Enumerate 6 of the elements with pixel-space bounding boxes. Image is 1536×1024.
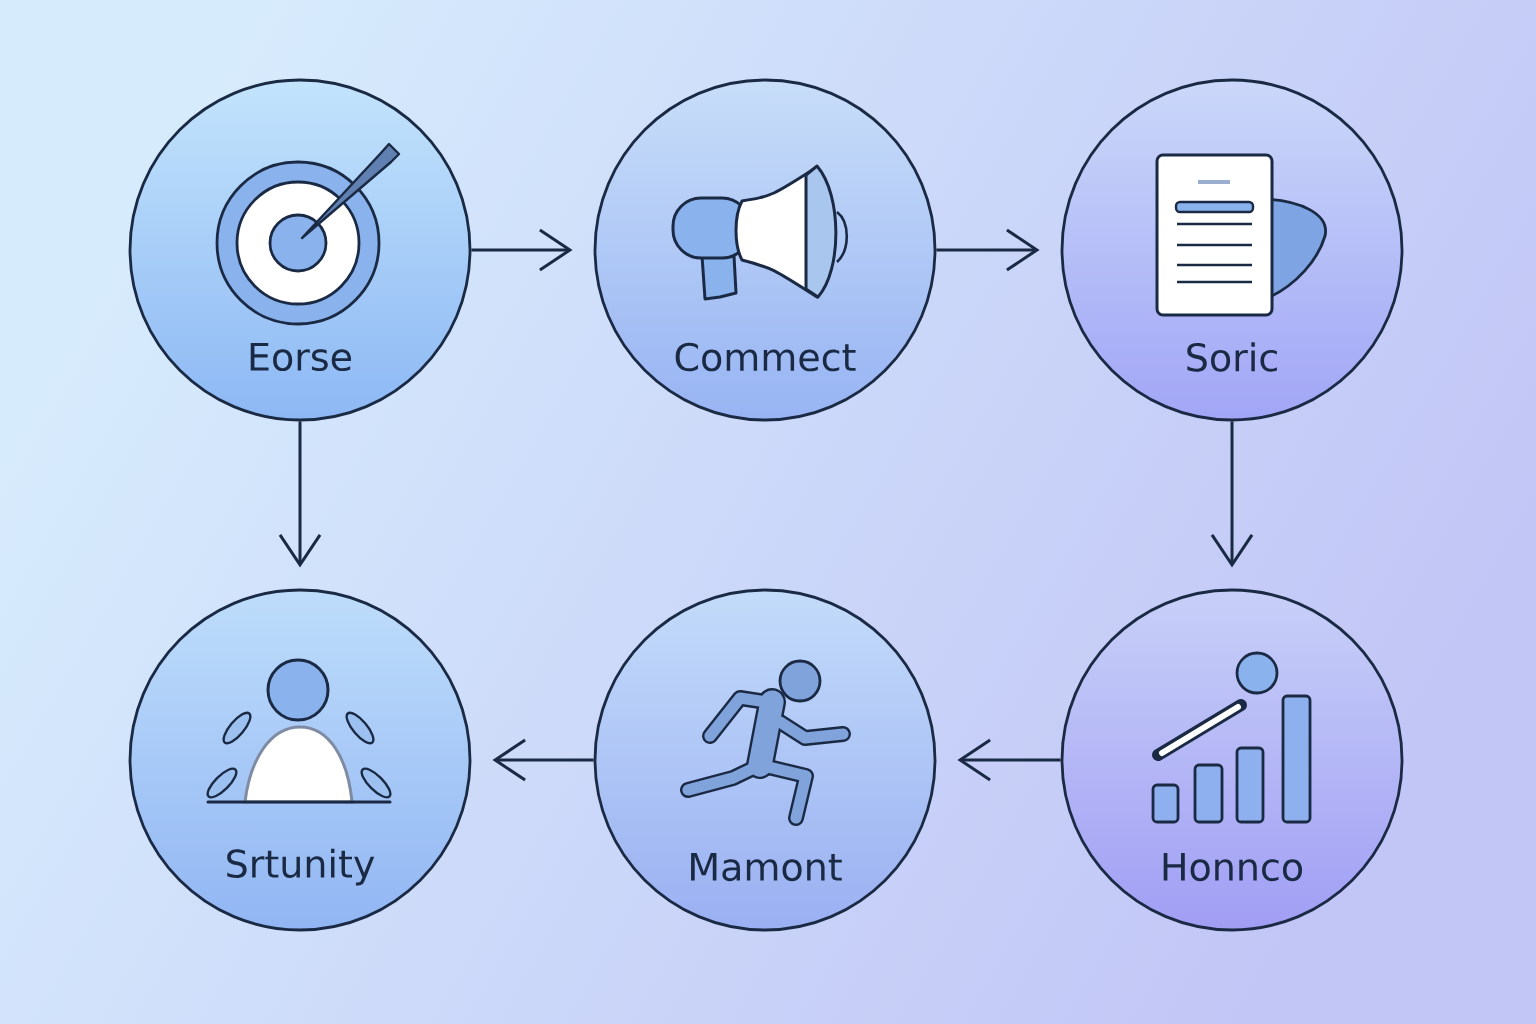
arrow [957, 738, 1061, 782]
arrow [1210, 421, 1254, 568]
arrow [936, 228, 1040, 272]
arrow [278, 421, 322, 568]
arrow [471, 228, 573, 272]
arrow [492, 738, 594, 782]
